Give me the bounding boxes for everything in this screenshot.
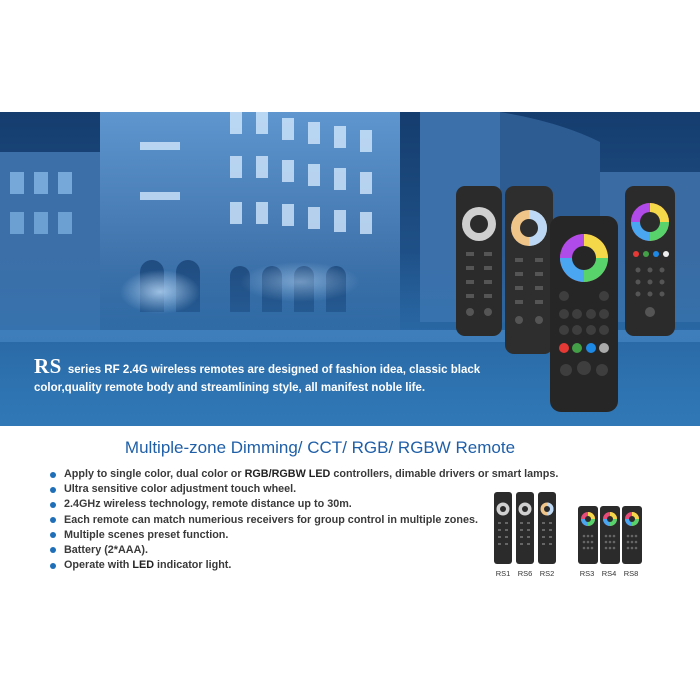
feature-text: Apply to single color, dual color or xyxy=(64,468,245,480)
hero-banner xyxy=(0,112,700,426)
remote-white-wheel xyxy=(456,186,502,336)
model-label: RS1 xyxy=(495,569,511,578)
feature-list: Apply to single color, dual color or RGB… xyxy=(50,467,558,573)
list-item: Each remote can match numerious receiver… xyxy=(50,513,558,528)
remote-thumb-rgb-icon xyxy=(622,506,642,564)
list-item: Battery (2*AAA). xyxy=(50,543,558,558)
remote-cct-wheel xyxy=(505,186,553,354)
feature-highlight: LED xyxy=(132,559,155,572)
remote-rgb-small xyxy=(625,186,675,336)
feature-text: Battery (2*AAA). xyxy=(64,543,148,556)
remote-thumb-rgb-icon xyxy=(578,506,598,564)
remote-thumb-cct-icon xyxy=(538,492,556,564)
feature-text-end: indicator light. xyxy=(154,559,232,572)
model-rs6: RS6 xyxy=(516,492,534,578)
page-heading: Multiple-zone Dimming/ CCT/ RGB/ RGBW Re… xyxy=(124,438,516,457)
bullet-icon xyxy=(50,486,56,493)
list-item: 2.4GHz wireless technology, remote dista… xyxy=(50,497,558,512)
model-label: RS2 xyxy=(539,569,555,578)
list-item: Operate with LED indicator light. xyxy=(50,558,558,573)
model-lineup: RS1 RS6 RS2 xyxy=(488,492,688,582)
feature-highlight: RGB/RGBW LED xyxy=(244,468,331,480)
remote-thumb-rgb-icon xyxy=(600,506,620,564)
model-rs1: RS1 xyxy=(494,492,512,578)
model-label: RS6 xyxy=(517,569,533,578)
list-item: Apply to single color, dual color or RGB… xyxy=(50,467,558,482)
model-rs3: RS3 xyxy=(578,506,598,578)
remote-lineup xyxy=(456,186,675,412)
model-rs4: RS4 xyxy=(600,506,620,578)
model-label: RS8 xyxy=(623,569,639,578)
remote-thumb-white-icon xyxy=(516,492,534,564)
bullet-icon xyxy=(50,517,56,524)
remote-thumb-white-icon xyxy=(494,492,512,564)
bullet-icon xyxy=(50,562,56,569)
feature-text: Ultra sensitive color adjustment touch w… xyxy=(64,483,297,496)
model-rs8: RS8 xyxy=(622,506,642,578)
feature-text: Each remote can match numerious receiver… xyxy=(64,513,478,526)
brand-rs: RS xyxy=(34,354,62,378)
list-item: Multiple scenes preset function. xyxy=(50,528,558,543)
model-rs2: RS2 xyxy=(538,492,556,578)
model-label: RS4 xyxy=(601,569,617,578)
bullet-icon xyxy=(50,532,56,539)
model-label: RS3 xyxy=(579,569,595,578)
feature-text: 2.4GHz wireless technology, remote dista… xyxy=(64,498,352,511)
feature-text-end: controllers, dimable drivers or smart la… xyxy=(330,468,559,480)
bullet-icon xyxy=(50,471,56,478)
list-item: Ultra sensitive color adjustment touch w… xyxy=(50,482,558,497)
remote-rgbw-large xyxy=(550,216,618,412)
feature-text: Operate with xyxy=(64,559,133,572)
bullet-icon xyxy=(50,547,56,554)
tagline-text: series RF 2.4G wireless remotes are desi… xyxy=(34,364,481,394)
bullet-icon xyxy=(50,501,56,508)
feature-text: Multiple scenes preset function. xyxy=(64,528,229,541)
